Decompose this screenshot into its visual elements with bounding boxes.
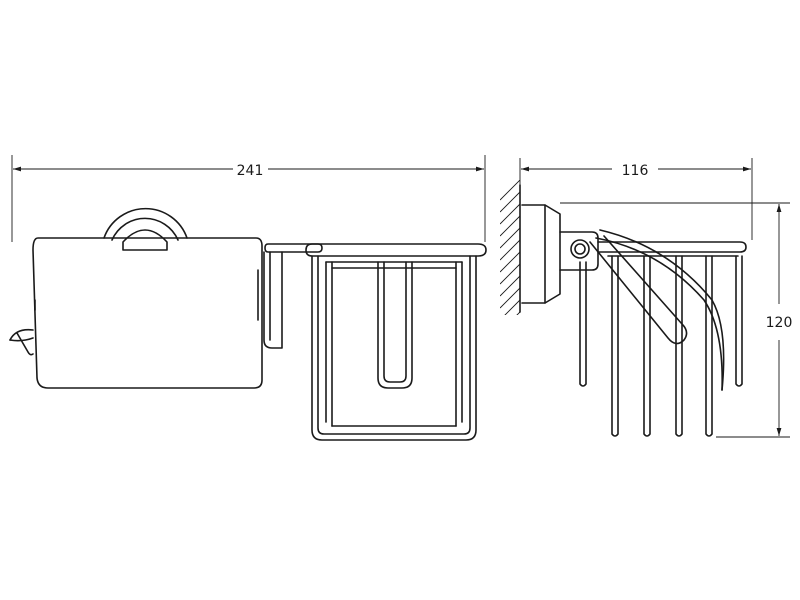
basket-top-bar-side	[597, 241, 747, 257]
wire-basket-front	[305, 243, 487, 441]
depth-dimension-label: 116	[622, 163, 649, 179]
wall-hatching	[500, 180, 521, 315]
arm-block	[559, 231, 599, 271]
paper-holder-cover	[32, 237, 263, 389]
wall-rosette	[103, 207, 188, 251]
connecting-bar	[263, 243, 323, 349]
roller-arm	[589, 229, 725, 391]
lever-handle	[9, 328, 34, 356]
depth-dimension: 116	[519, 158, 753, 240]
height-dimension: 120	[560, 202, 793, 438]
basket-wires-side	[579, 255, 743, 437]
height-dimension-label: 120	[766, 315, 793, 331]
side-view: 116 120	[500, 158, 793, 438]
width-dimension-label: 241	[237, 163, 264, 179]
width-dimension: 241	[11, 155, 486, 242]
mounting-flange	[521, 204, 561, 304]
front-view: 241	[9, 155, 487, 441]
